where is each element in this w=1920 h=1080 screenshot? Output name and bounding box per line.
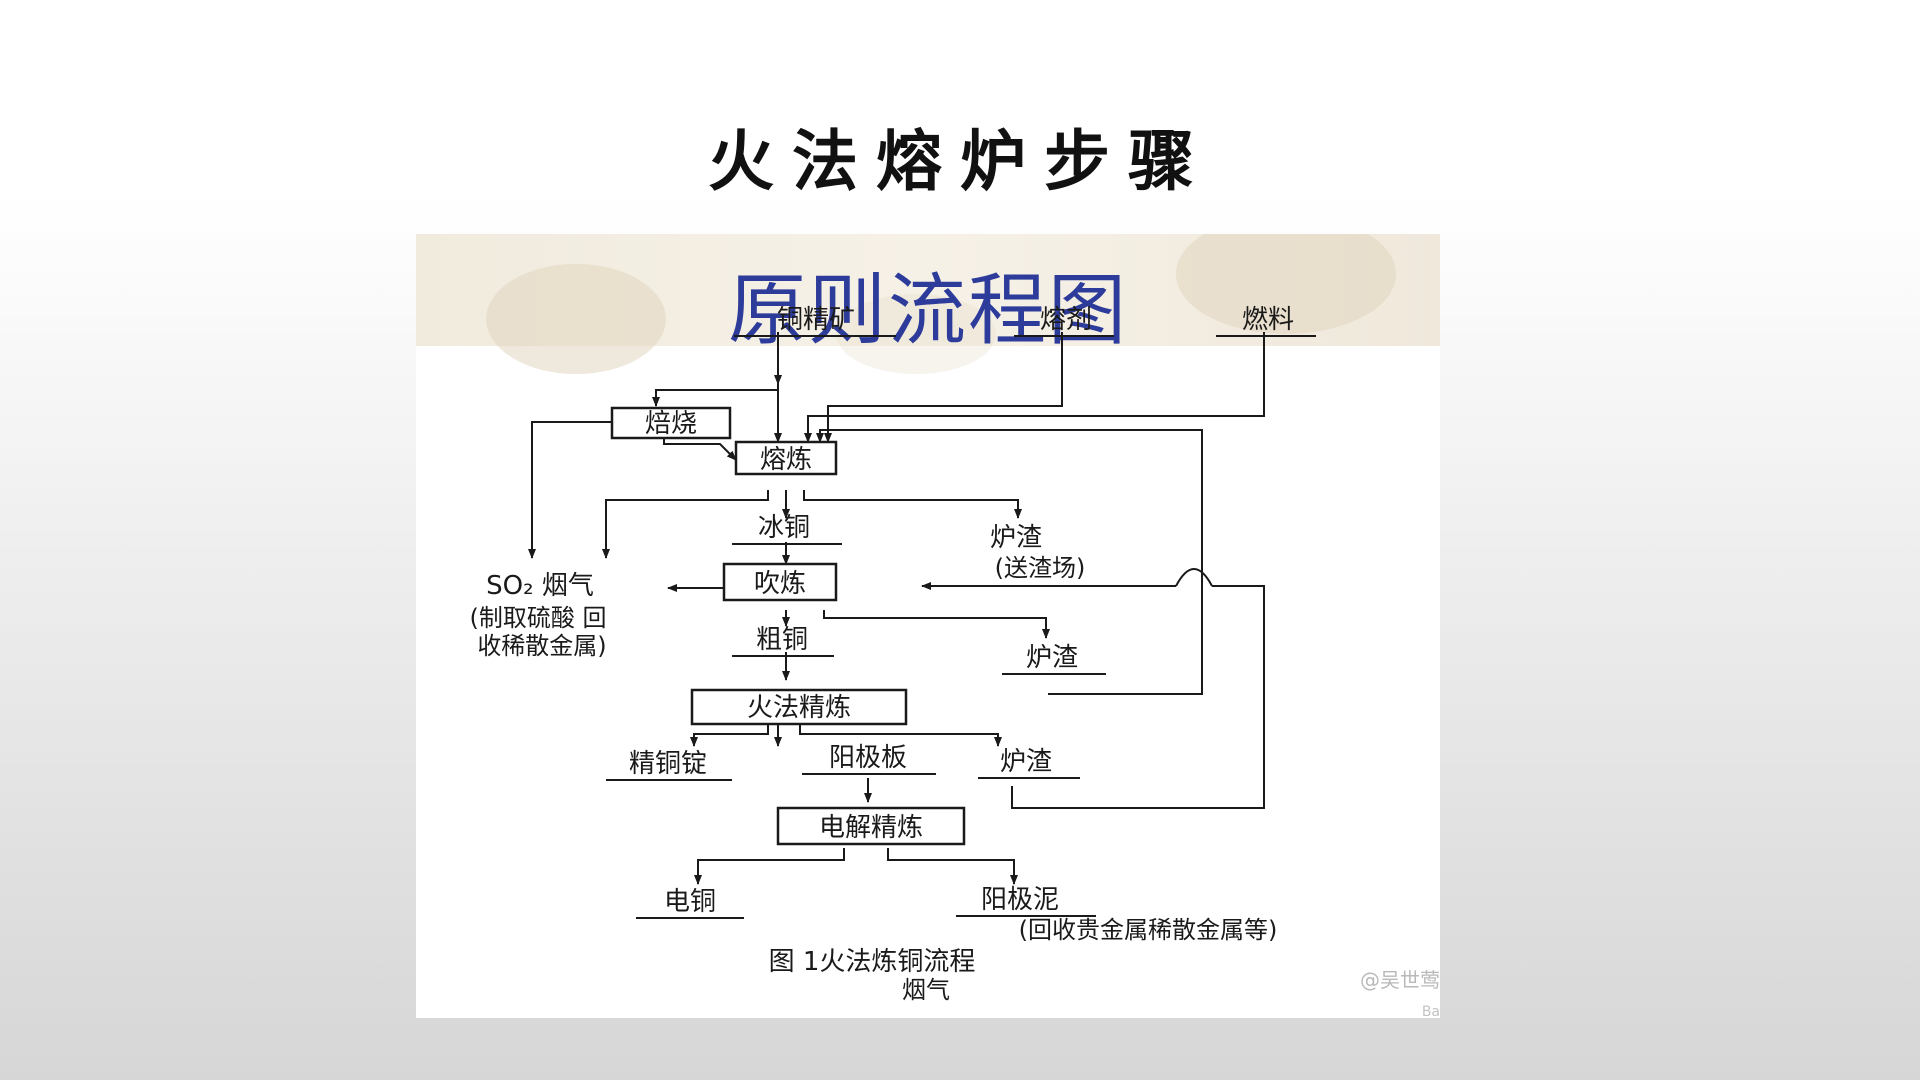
connector-roasting-gas-to-so2 <box>528 421 612 559</box>
connector-converting-to-slag-2 <box>823 610 1050 639</box>
box-converting <box>722 562 838 602</box>
label-matte: 冰铜 <box>758 513 810 543</box>
connector-fire-refining-to-slag-3 <box>799 724 1002 747</box>
header-decoration <box>486 264 666 374</box>
label-slag-3: 炉渣 <box>1000 747 1052 777</box>
slide-title: 火法熔炉步骤 <box>708 122 1212 200</box>
label-converting: 吹炼 <box>754 569 806 599</box>
label-so2-gas: SO₂ 烟气 <box>486 571 594 601</box>
watermark: @吴世莺 <box>1360 968 1440 992</box>
label-slag-2: 炉渣 <box>1026 643 1078 673</box>
label-smelting: 熔炼 <box>760 445 812 475</box>
header-decoration <box>836 294 996 374</box>
connector-fuel-to-smelting <box>804 332 1265 443</box>
label-cathode-copper: 电铜 <box>664 887 716 917</box>
label-slag-1: 炉渣 <box>990 523 1042 553</box>
process-flow-diagram: 铜精矿 熔剂 燃料 焙烧 熔炼 吹炼 火法精炼 电解精炼 冰铜 炉渣 (送渣场) <box>470 305 1316 1004</box>
figure-header: 原则流程图 <box>416 234 1440 374</box>
connector-electrorefining-to-cathode <box>694 848 845 885</box>
label-fuel: 燃料 <box>1242 305 1294 335</box>
box-smelting <box>734 440 838 476</box>
label-electrorefining: 电解精炼 <box>819 813 923 843</box>
label-so2-note-1: (制取硫酸 回 <box>470 604 607 632</box>
watermark-secondary: Ba <box>1421 1004 1440 1018</box>
connector-fire-refining-to-ingot <box>690 724 769 747</box>
label-refined-ingot: 精铜锭 <box>629 749 707 779</box>
label-fire-refining: 火法精炼 <box>747 693 851 723</box>
figure-caption-extra: 烟气 <box>902 976 950 1004</box>
connector-electrorefining-to-slime <box>887 848 1018 885</box>
label-blister-copper: 粗铜 <box>756 625 808 655</box>
box-electrorefining <box>776 806 966 846</box>
connector-smelting-to-slag-1 <box>803 490 1022 519</box>
connector-flux-to-smelting <box>824 332 1063 443</box>
figure-caption: 图 1火法炼铜流程 <box>769 947 976 977</box>
box-fire-refining <box>690 688 908 726</box>
label-anode-plate: 阳极板 <box>829 743 907 773</box>
connector-concentrate-to-roasting <box>652 389 778 407</box>
header-decoration <box>1176 234 1396 334</box>
label-slag-1-note: (送渣场) <box>995 554 1086 582</box>
connector-smelting-gas-to-so2 <box>602 490 769 559</box>
input-labels: 铜精矿 熔剂 燃料 <box>734 305 1316 337</box>
connector-slag-3-recycle <box>1011 585 1265 809</box>
label-anode-slime: 阳极泥 <box>981 885 1059 915</box>
label-copper-concentrate: 铜精矿 <box>777 305 855 335</box>
label-anode-slime-note: (回收贵金属稀散金属等) <box>1019 916 1278 944</box>
connector-slag-2-recycle-to-smelting <box>816 429 1203 695</box>
connector-line-hop <box>1175 568 1213 587</box>
label-roasting: 焙烧 <box>645 409 697 439</box>
process-boxes: 焙烧 熔炼 吹炼 火法精炼 电解精炼 <box>610 406 966 846</box>
figure-header-title: 原则流程图 <box>727 266 1128 356</box>
product-labels: 冰铜 炉渣 (送渣场) SO₂ 烟气 (制取硫酸 回 收稀散金属) 粗铜 炉渣 … <box>470 513 1278 944</box>
label-flux: 熔剂 <box>1040 305 1092 335</box>
box-roasting <box>610 406 732 440</box>
label-so2-note-2: 收稀散金属) <box>477 632 606 660</box>
flowchart-figure: 原则流程图 <box>416 234 1440 1018</box>
